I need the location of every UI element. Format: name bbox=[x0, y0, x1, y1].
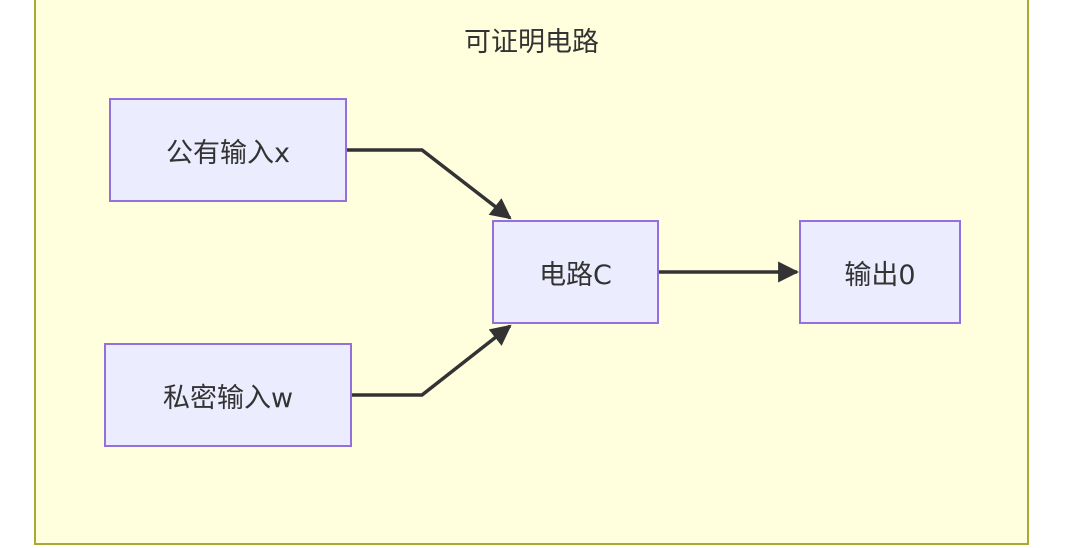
cluster-title: 可证明电路 bbox=[464, 27, 599, 58]
node-label: 公有输入x bbox=[166, 137, 290, 169]
edge-x-to-c bbox=[347, 148, 512, 220]
node-label: 电路C bbox=[539, 259, 612, 291]
edge-w-to-c bbox=[352, 324, 512, 397]
node-label: 私密输入w bbox=[162, 382, 294, 414]
node-private-input-w: 私密输入w bbox=[104, 343, 352, 447]
node-public-input-x: 公有输入x bbox=[109, 98, 347, 202]
node-circuit-c: 电路C bbox=[492, 220, 659, 324]
node-output-0: 输出0 bbox=[799, 220, 961, 324]
node-label: 输出0 bbox=[844, 259, 916, 291]
